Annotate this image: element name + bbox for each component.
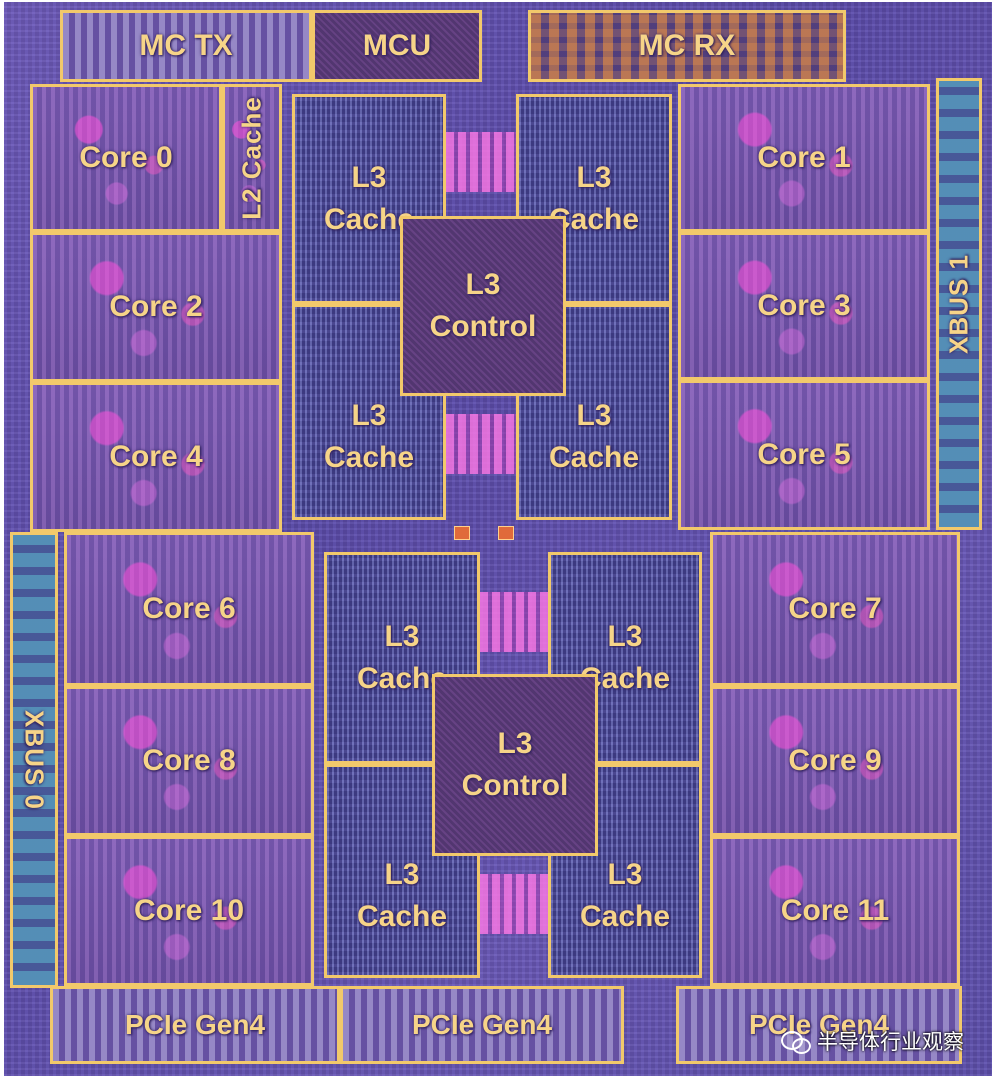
pcie-gen4-block: PCIe Gen4 (50, 986, 340, 1064)
pcie-gen4-block: PCIe Gen4 (340, 986, 624, 1064)
core-11-label: Core 11 (780, 894, 890, 927)
mc-rx-label: MC RX (638, 29, 736, 62)
core-7-label: Core 7 (788, 592, 882, 625)
core-11-block: Core 11 (710, 836, 960, 986)
core-10-block: Core 10 (64, 836, 314, 986)
core-7-block: Core 7 (710, 532, 960, 686)
l2-cache-block: L2 Cache (222, 84, 282, 232)
core-3-block: Core 3 (678, 232, 930, 380)
core-2-block: Core 2 (30, 232, 282, 382)
mcu-block: MCU (312, 10, 482, 82)
core-2-label: Core 2 (109, 290, 203, 323)
xbus-1-label: XBUS 1 (943, 254, 974, 354)
core-4-label: Core 4 (109, 440, 203, 473)
xbus-0-block: XBUS 0 (10, 532, 58, 988)
core-0-label: Core 0 (79, 141, 173, 174)
core-3-label: Core 3 (757, 289, 851, 322)
watermark: 半导体行业观察 (781, 1026, 964, 1056)
l3-sram-strip (446, 132, 516, 192)
xbus-0-label: XBUS 0 (19, 710, 50, 810)
core-8-block: Core 8 (64, 686, 314, 836)
core-1-block: Core 1 (678, 84, 930, 232)
chip-die: MC TX MCU MC RX Core 0 L2 Cache Core 2 C… (4, 2, 992, 1076)
xbus-1-block: XBUS 1 (936, 78, 982, 530)
pcie-gen4-label: PCIe Gen4 (411, 1009, 553, 1040)
mc-rx-block: MC RX (528, 10, 846, 82)
core-6-label: Core 6 (142, 592, 236, 625)
core-9-label: Core 9 (788, 744, 882, 777)
l3-sram-strip (480, 592, 548, 652)
l2-cache-label: L2 Cache (236, 96, 267, 220)
bond-pad (498, 526, 514, 540)
core-9-block: Core 9 (710, 686, 960, 836)
pcie-gen4-label: PCIe Gen4 (124, 1009, 266, 1040)
core-4-block: Core 4 (30, 382, 282, 532)
mc-tx-block: MC TX (60, 10, 312, 82)
pcie-gen4-block: PCIe Gen4 (676, 986, 962, 1064)
core-5-label: Core 5 (757, 438, 851, 471)
mc-tx-label: MC TX (139, 29, 233, 62)
core-6-block: Core 6 (64, 532, 314, 686)
l3-sram-strip (446, 414, 516, 474)
core-1-label: Core 1 (757, 141, 851, 174)
l3-sram-strip (480, 874, 548, 934)
bond-pad (454, 526, 470, 540)
wechat-icon (781, 1029, 811, 1054)
core-5-block: Core 5 (678, 380, 930, 530)
core-8-label: Core 8 (142, 744, 236, 777)
mcu-label: MCU (362, 29, 432, 62)
watermark-text: 半导体行业观察 (817, 1031, 964, 1054)
core-0-block: Core 0 (30, 84, 222, 232)
core-10-label: Core 10 (133, 894, 245, 927)
